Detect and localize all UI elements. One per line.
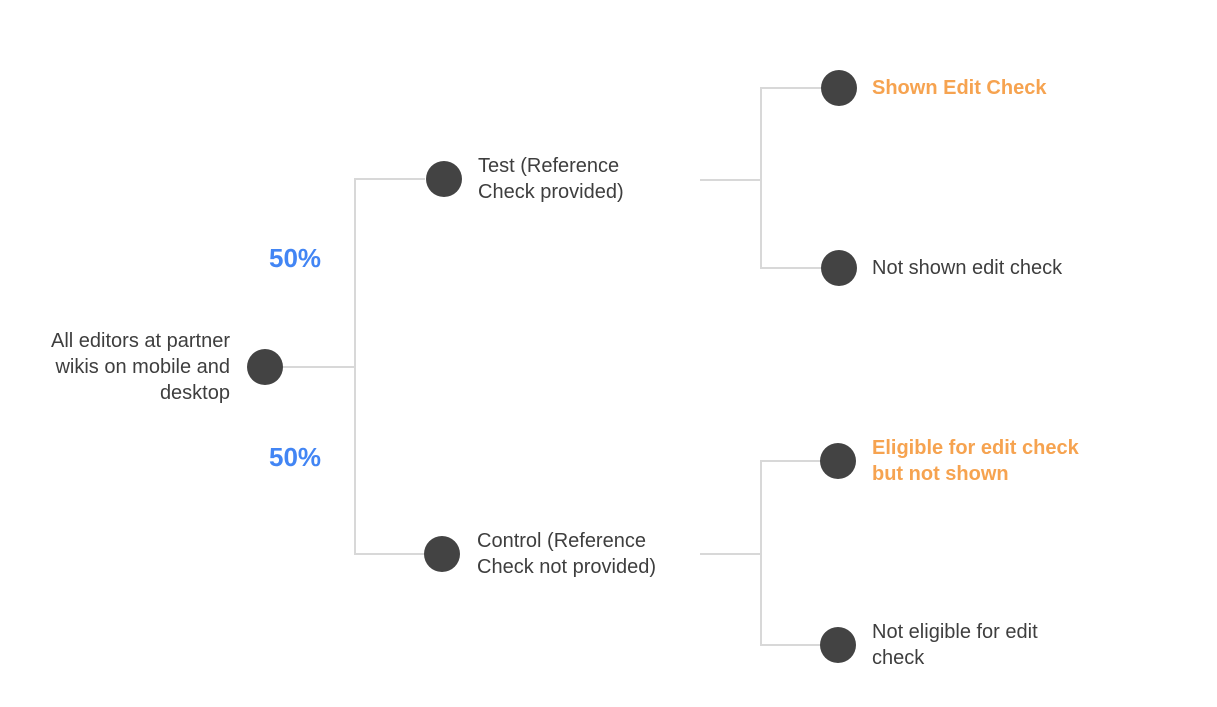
not-shown-node-dot bbox=[821, 250, 857, 286]
not-eligible-label-line-2: check bbox=[872, 647, 925, 669]
test-label-line-1: Test (Reference bbox=[478, 155, 620, 177]
control-label-line-2: Check not provided) bbox=[477, 556, 656, 578]
connector-test-out-horizontal bbox=[700, 179, 761, 181]
not-eligible-label: Not eligible for edit check bbox=[872, 619, 1038, 671]
connector-control-out-horizontal bbox=[700, 553, 761, 555]
shown-edit-check-label: Shown Edit Check bbox=[872, 77, 1047, 99]
connector-not-shown-horizontal bbox=[761, 267, 822, 269]
test-node-dot bbox=[426, 161, 462, 197]
not-eligible-node-dot bbox=[820, 627, 856, 663]
test-node-label: Test (Reference Check provided) bbox=[478, 153, 624, 205]
connector-shown-horizontal bbox=[761, 87, 822, 89]
eligible-not-shown-label: Eligible for edit check but not shown bbox=[872, 435, 1079, 487]
root-label-line-3: desktop bbox=[159, 382, 230, 404]
control-label-line-1: Control (Reference bbox=[477, 530, 646, 552]
connector-not-eligible-horizontal bbox=[761, 644, 821, 646]
control-node-dot bbox=[424, 536, 460, 572]
root-label-line-1: All editors at partner bbox=[51, 330, 230, 352]
root-node-dot bbox=[247, 349, 283, 385]
root-label-line-2: wikis on mobile and bbox=[55, 356, 230, 378]
eligible-label-line-1: Eligible for edit check bbox=[872, 437, 1079, 459]
connector-eligible-horizontal bbox=[761, 460, 821, 462]
connector-control-children-vertical bbox=[760, 460, 762, 646]
connector-root-horizontal bbox=[283, 366, 356, 368]
test-percent-label: 50% bbox=[269, 243, 322, 273]
not-shown-edit-check-label: Not shown edit check bbox=[872, 257, 1063, 279]
connector-main-vertical bbox=[354, 178, 356, 555]
control-node-label: Control (Reference Check not provided) bbox=[477, 528, 656, 580]
eligible-label-line-2: but not shown bbox=[872, 463, 1009, 485]
root-node-label: All editors at partner wikis on mobile a… bbox=[20, 328, 230, 406]
test-label-line-2: Check provided) bbox=[478, 181, 624, 203]
connector-control-horizontal bbox=[355, 553, 424, 555]
shown-node-dot bbox=[821, 70, 857, 106]
control-percent-label: 50% bbox=[269, 442, 322, 472]
eligible-node-dot bbox=[820, 443, 856, 479]
connector-test-children-vertical bbox=[760, 87, 762, 269]
connector-test-horizontal bbox=[355, 178, 425, 180]
not-eligible-label-line-1: Not eligible for edit bbox=[872, 621, 1038, 643]
